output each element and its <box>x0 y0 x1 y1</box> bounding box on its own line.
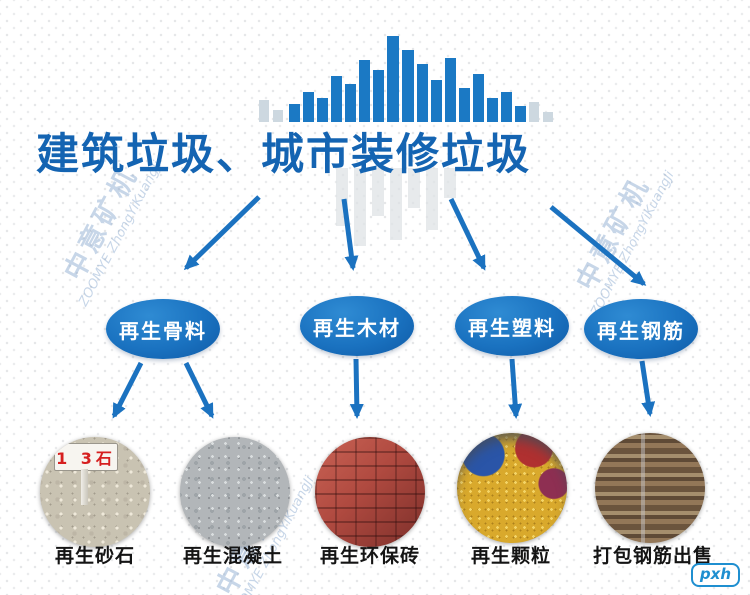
arrow-rebar-to-bundle <box>639 360 656 417</box>
category-recycled-plastic: 再生塑料 <box>455 296 569 356</box>
skyline-bars <box>289 36 526 122</box>
category-label: 再生木材 <box>313 315 401 340</box>
category-label: 再生骨料 <box>119 318 207 343</box>
product-label-pellets: 再生颗粒 <box>470 545 551 567</box>
stone-sign-post <box>81 469 88 505</box>
arrow-aggregate-to-sand <box>111 361 144 419</box>
photo-recycled-pellets <box>457 433 567 543</box>
skyline-side-bars <box>259 100 553 122</box>
category-recycled-wood: 再生木材 <box>300 296 414 356</box>
page-title: 建筑垃圾、城市装修垃圾 <box>36 130 531 180</box>
product-label-sand: 再生砂石 <box>54 545 135 567</box>
product-label-concrete: 再生混凝土 <box>182 545 283 567</box>
product-label-rebar: 打包钢筋出售 <box>592 545 713 567</box>
photo-recycled-sand: 1 3石 <box>40 437 150 547</box>
photo-rebar-bundles <box>595 433 705 543</box>
category-recycled-aggregate: 再生骨料 <box>106 299 220 359</box>
pxh-badge: pxh <box>690 563 740 587</box>
arrow-plastic-to-pellets <box>508 358 523 419</box>
photo-recycled-bricks <box>315 437 425 547</box>
category-label: 再生塑料 <box>468 315 556 340</box>
stone-size-sign: 1 3石 <box>54 443 118 471</box>
photo-recycled-concrete <box>180 437 290 547</box>
arrow-aggregate-to-concrete <box>183 361 215 419</box>
arrow-wood-to-brick <box>349 358 364 419</box>
category-recycled-rebar: 再生钢筋 <box>584 299 698 359</box>
category-label: 再生钢筋 <box>597 318 685 343</box>
product-label-bricks: 再生环保砖 <box>319 545 420 567</box>
